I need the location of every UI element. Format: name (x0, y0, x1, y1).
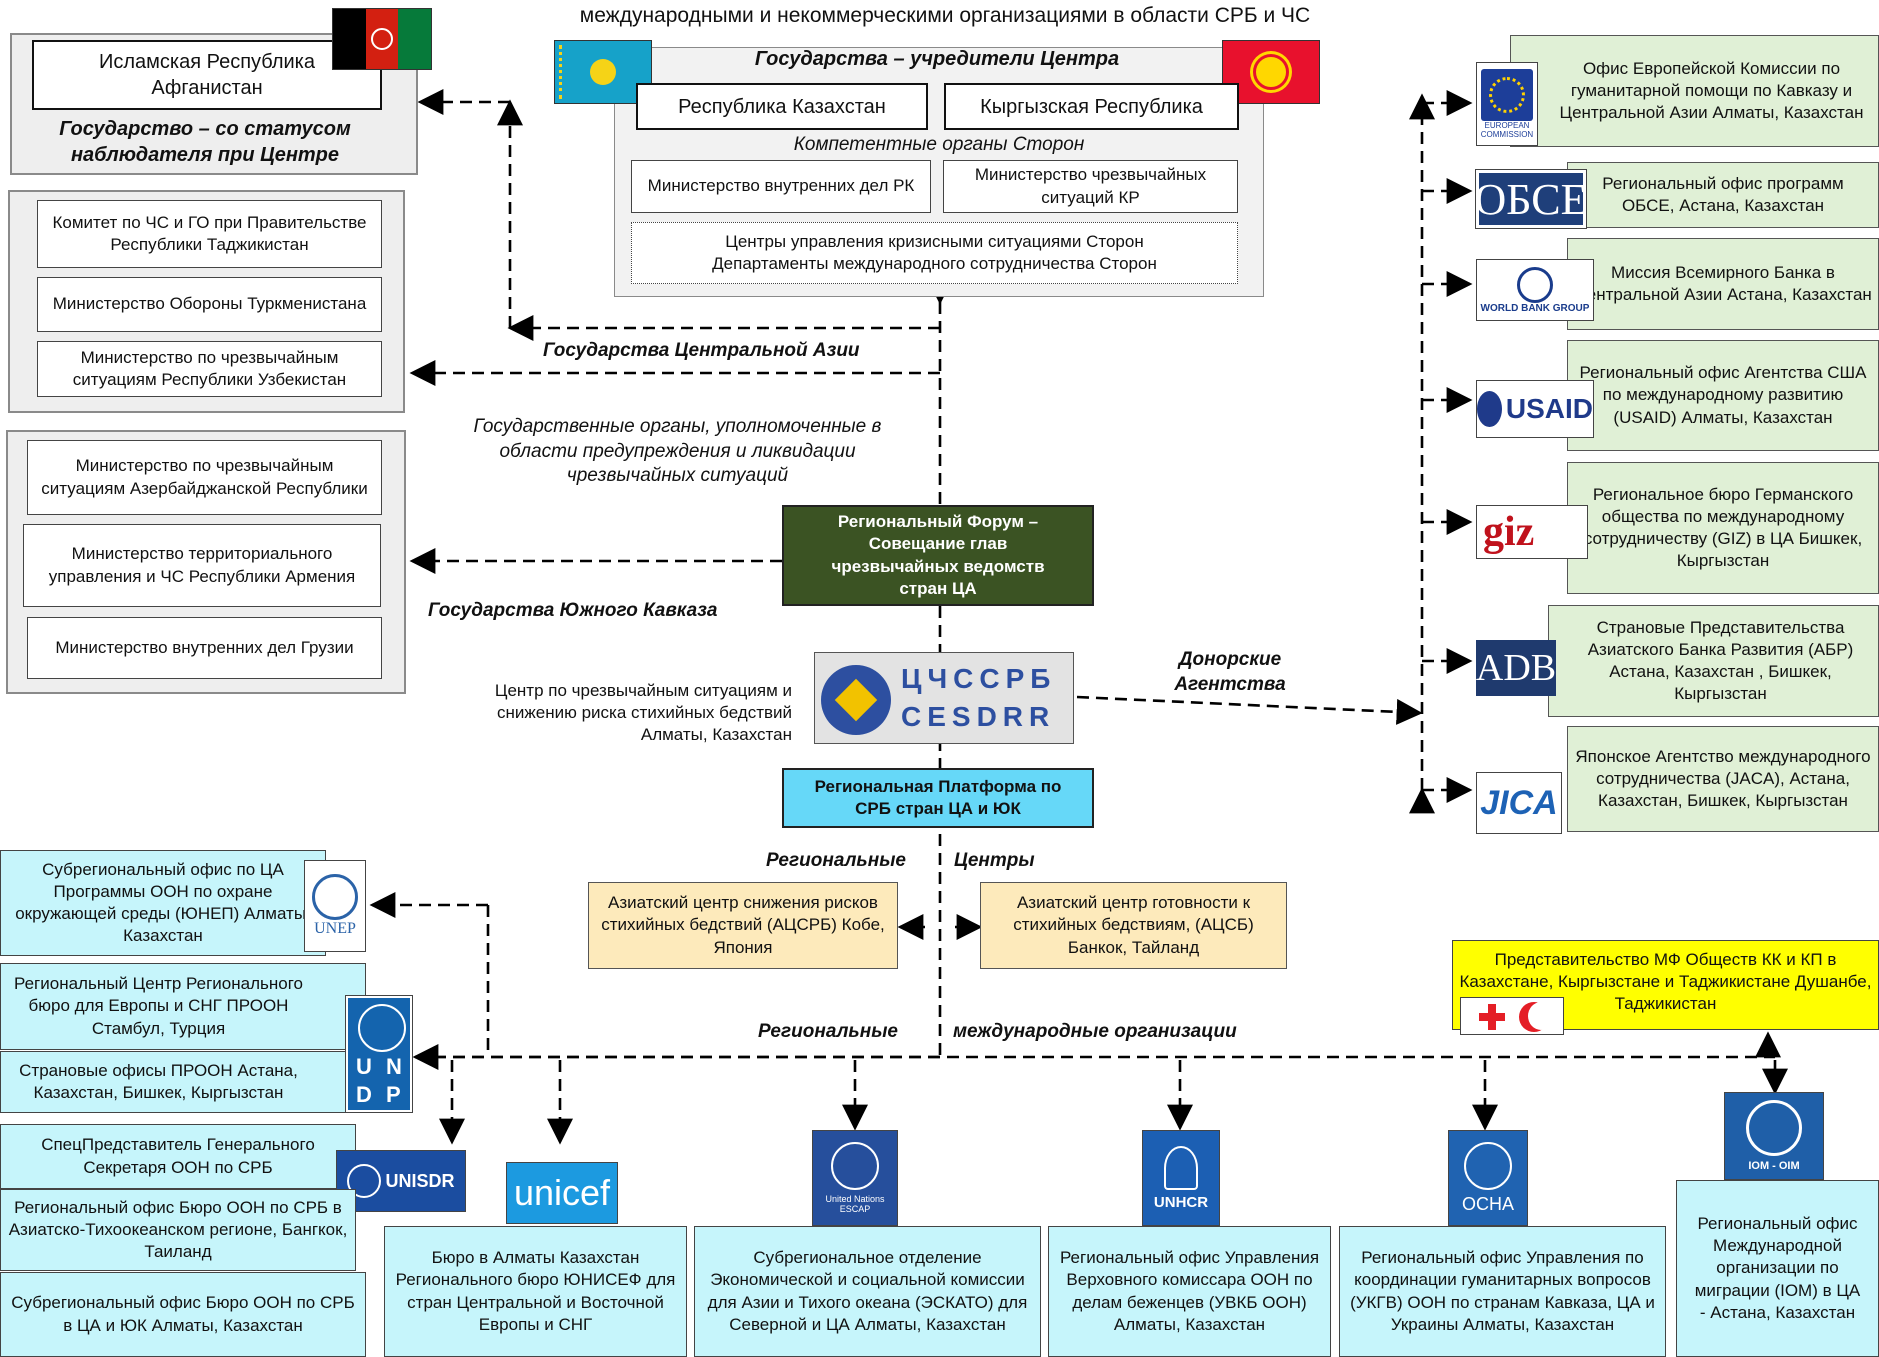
european-commission-icon: EUROPEAN COMMISSION (1476, 62, 1538, 146)
regional-platform-box: Региональная Платформа по СРБ стран ЦА и… (782, 768, 1094, 828)
regional-centers-label-right: Центры (954, 850, 1035, 871)
world-bank-icon: WORLD BANK GROUP (1476, 259, 1594, 321)
giz-icon: giz (1476, 505, 1588, 559)
kyrgyzstan-flag-icon (1222, 40, 1320, 104)
unisdr-almaty: Субрегиональный офис Бюро ООН по СРБ в Ц… (0, 1272, 366, 1357)
unisdr-bangkok: Региональный офис Бюро ООН по СРБ в Азиа… (0, 1189, 356, 1271)
founders-title: Государства – учредители Центра (754, 48, 1120, 70)
cesdrr-logo: ЦЧССРБ CESDRR (814, 652, 1074, 744)
kazakhstan-box: Республика Казахстан (636, 83, 928, 130)
undp-country-offices: Страновые офисы ПРООН Астана, Казахстан,… (0, 1051, 366, 1113)
donor-echo: Офис Европейской Комиссии по гуманитарно… (1510, 35, 1879, 147)
armenia-ministry: Министерство территориального управления… (23, 524, 381, 607)
cesdrr-emblem-icon (821, 665, 891, 735)
intl-orgs-label-right: международные организации (953, 1021, 1237, 1042)
escap-office: Субрегиональное отделение Экономической … (694, 1226, 1041, 1357)
donor-adb: Страновые Представительства Азиатского Б… (1548, 605, 1879, 717)
page-subtitle: международными и некоммерческими организ… (579, 4, 1311, 27)
tajikistan-committee: Комитет по ЧС и ГО при Правительстве Рес… (37, 200, 382, 268)
azerbaijan-emergency: Министерство по чрезвычайным ситуациям А… (27, 440, 382, 515)
georgia-internal: Министерство внутренних дел Грузии (27, 617, 382, 679)
kyrgyzstan-box: Кыргызская Республика (944, 83, 1239, 130)
competent-label: Компетентные органы Сторон (793, 134, 1085, 155)
observer-caption: Государство – со статусом наблюдателя пр… (59, 118, 351, 166)
uzbekistan-emergency: Министерство по чрезвычайным ситуациям Р… (37, 341, 382, 397)
donor-label: Донорские Агентства (1174, 649, 1286, 695)
iom-logo-icon: IOM - OIM (1724, 1092, 1824, 1180)
kazakhstan-flag-icon (554, 40, 652, 104)
usaid-icon: USAID (1476, 380, 1594, 438)
red-cross-crescent-icon (1460, 997, 1564, 1035)
donor-usaid: Региональный офис Агентства США по между… (1567, 340, 1879, 451)
regional-centers-label-left: Региональные (766, 850, 906, 871)
central-asia-label: Государства Центральной Азии (543, 340, 860, 361)
jica-icon: JICA (1476, 772, 1562, 834)
unisdr-logo-icon: UNISDR (336, 1150, 466, 1212)
unicef-logo-icon: unicef (506, 1162, 618, 1224)
afghanistan-box: Исламская Республика Афганистан (32, 40, 382, 110)
unep-office: Субрегиональный офис по ЦА Программы ООН… (0, 850, 326, 956)
cesdrr-description: Центр по чрезвычайным ситуациям и снижен… (494, 681, 792, 745)
unhcr-logo-icon: UNHCR (1142, 1130, 1220, 1226)
osce-logo-icon: ОБСЕ (1475, 169, 1587, 229)
donor-giz: Региональное бюро Германского общества п… (1567, 462, 1879, 594)
intl-orgs-label-left: Региональные (758, 1021, 898, 1042)
ocha-logo-icon: OCHA (1448, 1130, 1528, 1226)
ministry-emergency-kg: Министерство чрезвычайных ситуаций КР (943, 160, 1238, 213)
unicef-office: Бюро в Алматы Казахстан Регионального бю… (384, 1226, 687, 1357)
cesdrr-en-text: CESDRR (901, 701, 1056, 732)
crisis-centers-box: Центры управления кризисными ситуациями … (631, 222, 1238, 284)
ministry-internal-kz: Министерство внутренних дел РК (631, 160, 931, 213)
ocha-office: Региональный офис Управления по координа… (1339, 1226, 1666, 1357)
undp-logo-icon: U N D P (345, 995, 413, 1113)
donor-worldbank: Миссия Всемирного Банка в Центральной Аз… (1567, 238, 1879, 330)
donor-jica: Японское Агентство международного сотруд… (1567, 726, 1879, 832)
unep-logo-icon: UNEP (304, 860, 366, 952)
unhcr-office: Региональный офис Управления Верховного … (1048, 1226, 1331, 1357)
turkmenistan-defense: Министерство Обороны Туркменистана (37, 277, 382, 332)
adb-icon: ADB (1476, 640, 1556, 696)
regional-forum-box: Региональный Форум – Совещание глав чрез… (782, 505, 1094, 606)
adrc-box: Азиатский центр снижения рисков стихийны… (588, 882, 898, 969)
donor-osce: Региональный офис программ ОБСЕ, Астана,… (1567, 162, 1879, 228)
escap-logo-icon: United Nations ESCAP (812, 1130, 898, 1226)
srsg-drr: СпецПредставитель Генерального Секретаря… (0, 1124, 356, 1189)
adpc-box: Азиатский центр готовности к стихийных б… (980, 882, 1287, 969)
undp-istanbul: Региональный Центр Регионального бюро дл… (0, 963, 366, 1050)
gov-bodies-label: Государственные органы, уполномоченные в… (473, 416, 882, 487)
afghanistan-flag-icon (332, 8, 432, 70)
caucasus-label: Государства Южного Кавказа (428, 600, 718, 621)
cesdrr-ru-text: ЦЧССРБ (901, 663, 1057, 694)
iom-office: Региональный офис Международной организа… (1676, 1180, 1879, 1357)
